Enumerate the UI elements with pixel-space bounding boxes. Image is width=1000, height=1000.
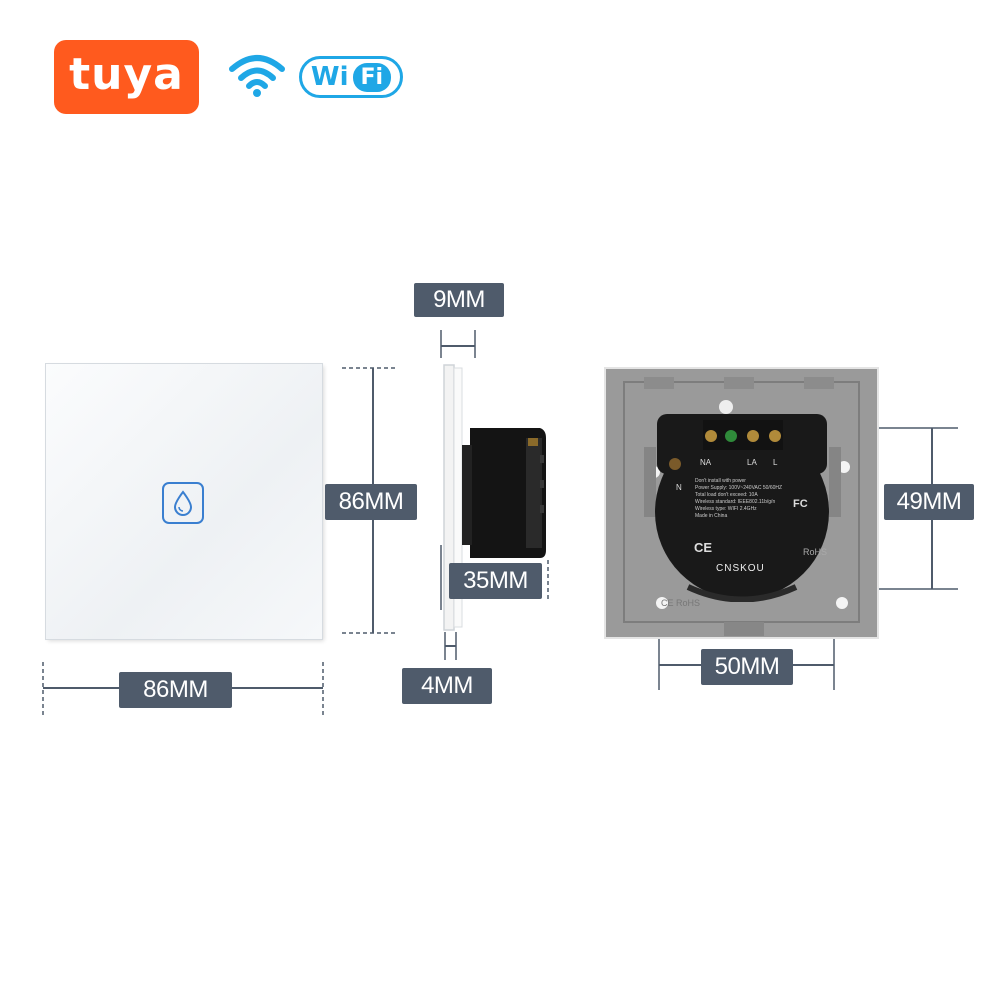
rohs-mark: RoHS: [803, 547, 828, 557]
back-module-width-label: 50MM: [701, 649, 793, 685]
spec-text-block: Don't install with power Power Supply: 1…: [695, 478, 795, 520]
wifi-badge-wi: Wi: [310, 62, 349, 92]
side-glass-thickness-label: 4MM: [402, 668, 492, 704]
side-panel-thickness-label: 9MM: [414, 283, 504, 317]
spec-line: Total load don't exceed: 10A: [695, 492, 758, 498]
back-module-height-label: 49MM: [884, 484, 974, 520]
tuya-logo: tuya: [54, 40, 199, 114]
module-brand-text: CNSKOU: [716, 563, 765, 574]
wifi-signal-icon: [229, 55, 285, 97]
spec-line: Made in China: [695, 513, 728, 519]
terminal-label-n: N: [676, 483, 682, 492]
side-view: [443, 364, 546, 631]
terminal-label-la: LA: [747, 458, 757, 467]
spec-line: Power Supply: 100V~240VAC 50/60HZ: [695, 485, 783, 491]
spec-line: Wireless type: WIFI 2.4GHz: [695, 506, 757, 512]
spec-line: Wireless standard: IEEE802.11b/g/n: [695, 499, 776, 505]
plate-ce-rohs-mark: CE RoHS: [661, 598, 701, 608]
switch-module: [655, 414, 829, 602]
water-drop-icon: [173, 490, 193, 516]
ce-mark: CE: [694, 540, 713, 555]
spec-line: Don't install with power: [695, 478, 746, 484]
tuya-logo-text: tuya: [69, 48, 184, 100]
wifi-badge-fi: Fi: [352, 62, 392, 92]
front-width-label: 86MM: [119, 672, 232, 708]
side-box-depth-label: 35MM: [449, 563, 542, 599]
fcc-mark: FC: [793, 498, 808, 510]
terminal-label-na: NA: [700, 458, 712, 467]
back-plate-detail: [623, 377, 860, 636]
front-height-label: 86MM: [325, 484, 417, 520]
wifi-badge: Wi Fi: [299, 56, 403, 98]
front-panel: [46, 364, 322, 639]
terminal-label-l: L: [773, 458, 778, 467]
touch-button: [162, 482, 204, 524]
